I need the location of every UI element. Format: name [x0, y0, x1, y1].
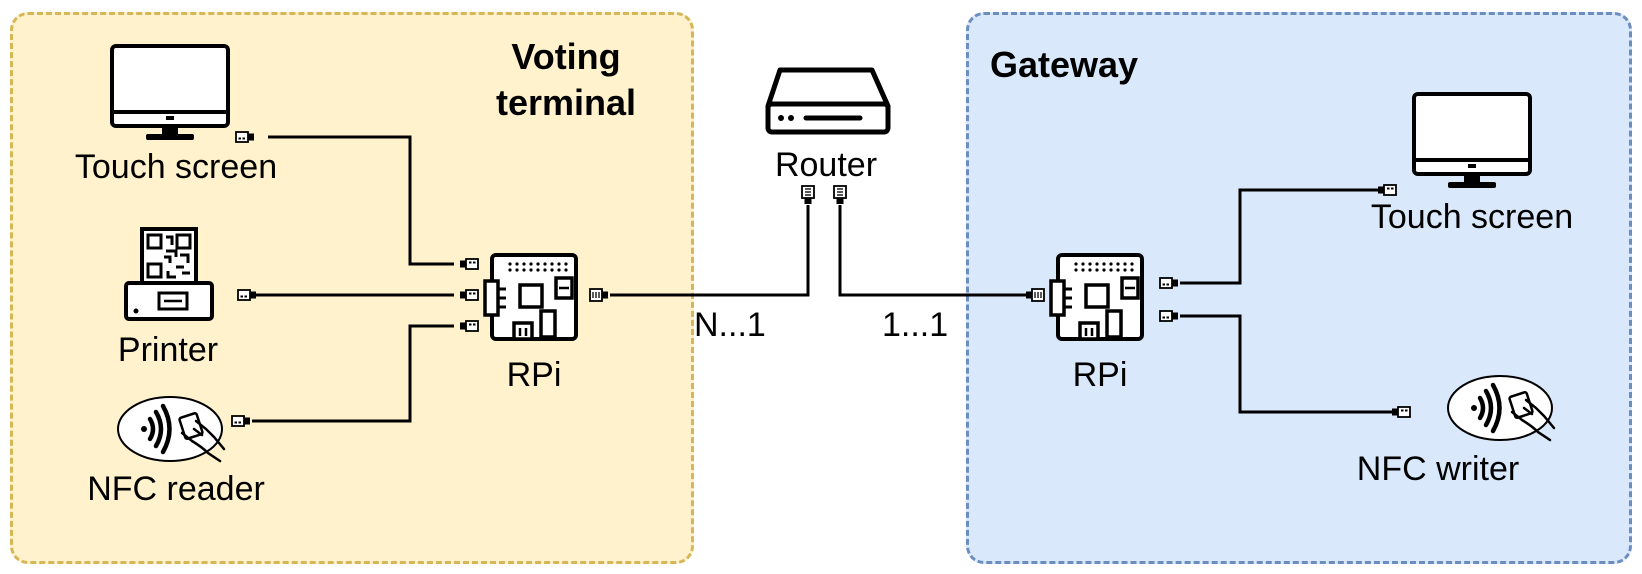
router-gateway-multiplicity: 1...1	[882, 306, 949, 344]
rpi-usb-plug-icon	[459, 289, 479, 301]
gateway-nfc-writer-label: NFC writer	[1356, 450, 1520, 488]
touch-screen-usb-plug-icon	[235, 131, 255, 143]
router-icon	[765, 67, 891, 135]
gateway-rpi-usb-plug-icon	[1159, 310, 1179, 322]
terminal-touch-screen-icon	[110, 44, 230, 142]
terminal-printer-label: Printer	[117, 331, 219, 369]
nfc-reader-usb-plug-icon	[231, 415, 251, 427]
terminal-router-multiplicity: N...1	[694, 306, 766, 344]
nfc-writer-usb-plug-icon	[1391, 406, 1411, 418]
gateway-rpi-board-icon	[1049, 253, 1144, 341]
terminal-printer-icon	[124, 227, 214, 321]
router-label: Router	[774, 146, 878, 184]
terminal-nfc-reader-label: NFC reader	[87, 470, 265, 508]
router-ethernet-plug-icon	[833, 185, 847, 205]
cable-nfc-reader-to-rpi	[252, 324, 454, 423]
gateway-rpi-ethernet-plug-icon	[1025, 288, 1045, 302]
router-ethernet-plug-icon	[801, 185, 815, 205]
gateway-rpi-label: RPi	[1072, 356, 1128, 394]
gateway-title: Gateway	[990, 44, 1139, 85]
gateway-touch-screen-icon	[1412, 92, 1532, 190]
voting-terminal-title: Voting terminal	[496, 36, 637, 123]
gateway-rpi-hdmi-plug-icon	[1159, 277, 1179, 289]
cable-touch-screen-to-rpi	[268, 135, 454, 266]
gateway-nfc-writer-icon	[1448, 376, 1554, 440]
printer-usb-plug-icon	[237, 289, 257, 301]
terminal-touch-screen-label: Touch screen	[74, 148, 278, 186]
rpi-hdmi-plug-icon	[459, 258, 479, 270]
gateway-touch-screen-plug-icon	[1377, 184, 1397, 196]
cable-gateway-rpi-to-nfc-writer	[1180, 314, 1392, 414]
terminal-rpi-board-icon	[483, 253, 578, 341]
cable-router-to-gateway-rpi	[838, 205, 1026, 297]
rpi-usb-plug-icon	[459, 320, 479, 332]
cable-gateway-rpi-to-touch-screen	[1180, 188, 1378, 285]
rpi-ethernet-plug-icon	[589, 288, 609, 302]
gateway-touch-screen-label: Touch screen	[1370, 198, 1574, 236]
cable-terminal-rpi-to-router	[610, 205, 810, 297]
terminal-nfc-reader-icon	[118, 397, 224, 461]
terminal-rpi-label: RPi	[506, 356, 562, 394]
